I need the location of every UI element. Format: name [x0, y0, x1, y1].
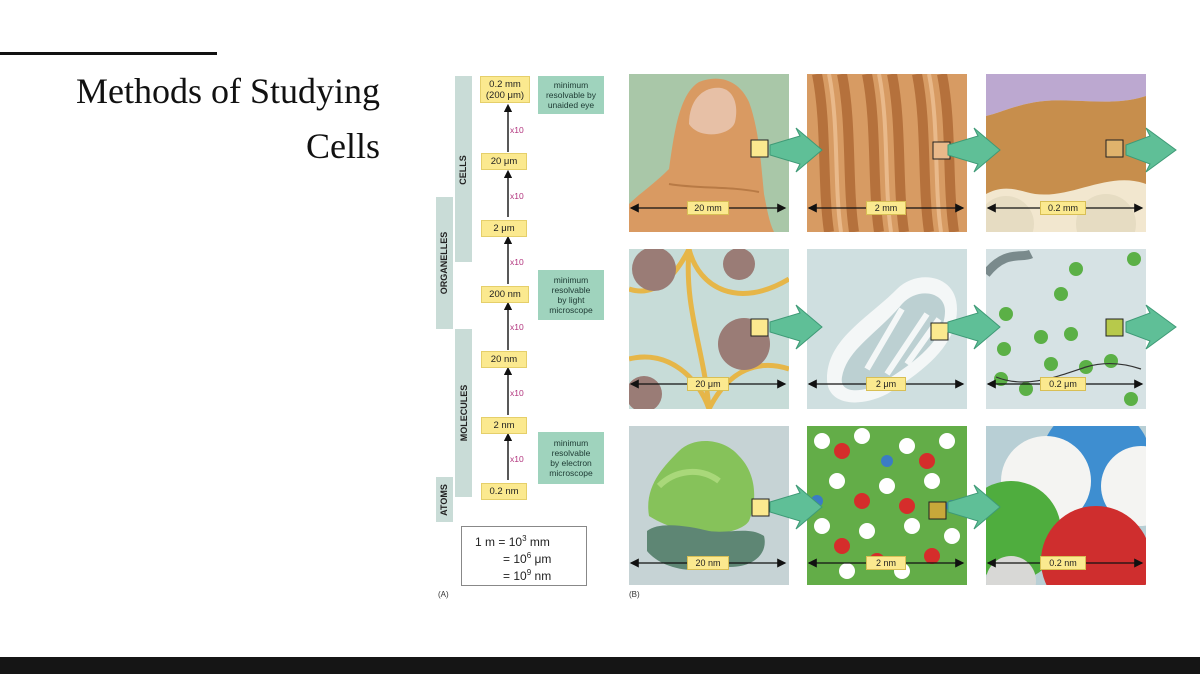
- factor-4: x10: [510, 322, 524, 332]
- units-exp-mm: 3: [522, 534, 527, 543]
- measure-label-20mm: 20 mm: [687, 201, 729, 215]
- factor-5: x10: [510, 388, 524, 398]
- resolution-eye-line1: minimum: [553, 80, 589, 90]
- resolution-light-line2: resolvable: [551, 285, 591, 295]
- bottom-bar: [0, 657, 1200, 674]
- measure-label-2mm: 2 mm: [866, 201, 906, 215]
- factor-3: x10: [510, 257, 524, 267]
- scale-2um: 2 μm: [481, 220, 527, 237]
- resolution-electron-line2: resolvable: [551, 448, 591, 458]
- zoom-arrow-6: [1125, 304, 1177, 350]
- units-unit-um: μm: [534, 552, 552, 566]
- resolution-electron-line3: by electron: [550, 458, 592, 468]
- panel-b-label: (B): [629, 590, 640, 599]
- band-molecules: [455, 329, 472, 497]
- measure-label-20um: 20 μm: [687, 377, 729, 391]
- resolution-eye: minimum resolvable by unaided eye: [538, 76, 604, 114]
- scale-0.2mm-line1: 0.2 mm: [489, 78, 521, 90]
- band-cells: [455, 76, 472, 262]
- units-line-mm: 1 m = 103 mm: [475, 534, 550, 549]
- zoom-arrow-4: [769, 304, 823, 350]
- measure-label-2um: 2 μm: [866, 377, 906, 391]
- zoom-arrow-8: [947, 484, 1001, 530]
- factor-1: x10: [510, 125, 524, 135]
- factor-6: x10: [510, 454, 524, 464]
- zoom-arrow-5: [947, 304, 1001, 350]
- panel-a-label: (A): [438, 590, 449, 599]
- resolution-light-line4: microscope: [549, 305, 593, 315]
- scale-200nm: 200 nm: [481, 286, 529, 303]
- band-organelles: [436, 197, 453, 329]
- units-eq-um: =: [503, 552, 511, 566]
- zoom-arrow-3: [1125, 127, 1177, 173]
- slide-title-line1: Methods of Studying: [75, 71, 380, 111]
- units-exp-nm: 9: [526, 568, 532, 577]
- title-rule: [0, 52, 217, 55]
- scale-0.2nm: 0.2 nm: [481, 483, 527, 500]
- measure-label-2nm: 2 nm: [866, 556, 906, 570]
- scale-axis: [503, 103, 513, 480]
- scale-20um: 20 μm: [481, 153, 527, 170]
- units-base-mm: 10: [508, 535, 523, 549]
- measure-label-20nm: 20 nm: [687, 556, 729, 570]
- zoom-arrow-1: [769, 127, 823, 173]
- factor-2: x10: [510, 191, 524, 201]
- units-line-nm: = 109 nm: [503, 568, 551, 583]
- band-atoms: [436, 477, 453, 522]
- measure-label-0.2um: 0.2 μm: [1040, 377, 1086, 391]
- zoom-arrow-2: [947, 127, 1001, 173]
- units-base-um: 10: [513, 552, 527, 566]
- resolution-light-line3: by light: [557, 295, 585, 305]
- slide-title: Methods of Studying Cells: [20, 64, 380, 174]
- measure-label-0.2mm: 0.2 mm: [1040, 201, 1086, 215]
- resolution-electron-line4: microscope: [549, 468, 593, 478]
- scale-20nm: 20 nm: [481, 351, 527, 368]
- resolution-eye-line2: resolvable by: [545, 90, 597, 100]
- units-prefix: 1 m =: [475, 535, 506, 549]
- resolution-electron-line1: minimum: [553, 438, 589, 448]
- units-box: 1 m = 103 mm = 106 μm = 109 nm: [461, 526, 587, 586]
- units-base-nm: 10: [513, 569, 527, 583]
- units-unit-mm: mm: [529, 535, 550, 549]
- resolution-light-line1: minimum: [553, 275, 589, 285]
- scale-0.2mm: 0.2 mm (200 μm): [480, 76, 530, 103]
- zoom-arrow-7: [769, 484, 823, 530]
- units-line-um: = 106 μm: [503, 551, 551, 566]
- slide-title-line2: Cells: [305, 126, 380, 166]
- resolution-eye-line3: unaided eye: [547, 100, 595, 110]
- resolution-electron: minimum resolvable by electron microscop…: [538, 432, 604, 484]
- scale-0.2mm-line2: (200 μm): [485, 89, 525, 101]
- units-exp-um: 6: [526, 551, 532, 560]
- scale-2nm: 2 nm: [481, 417, 527, 434]
- measure-label-0.2nm: 0.2 nm: [1040, 556, 1086, 570]
- units-eq-nm: =: [503, 569, 511, 583]
- units-unit-nm: nm: [534, 569, 552, 583]
- resolution-light: minimum resolvable by light microscope: [538, 270, 604, 320]
